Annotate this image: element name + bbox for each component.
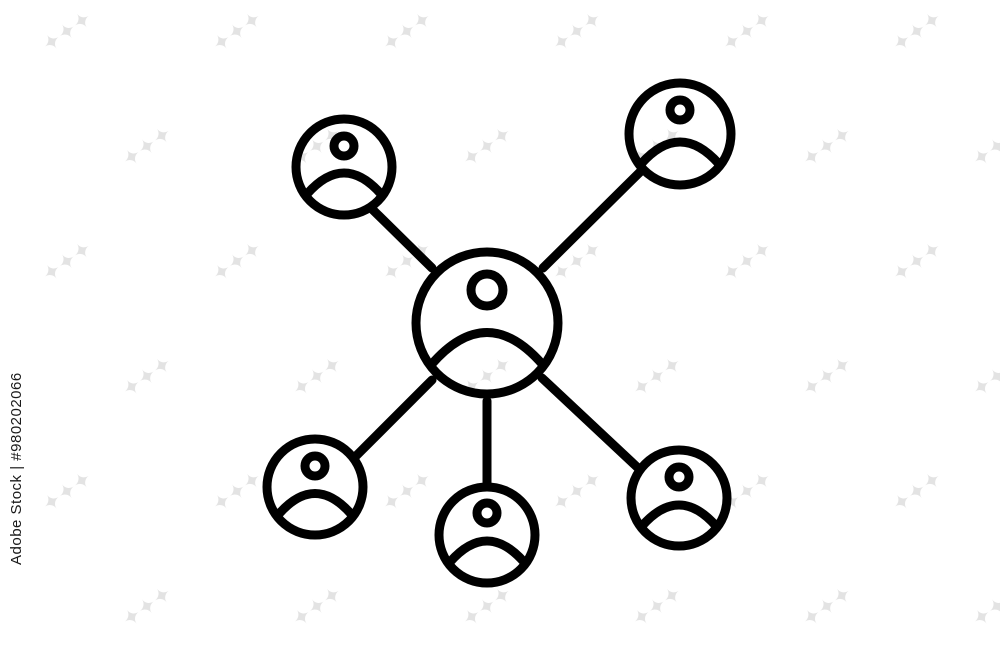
connector-top-left xyxy=(368,205,437,273)
center-user-icon xyxy=(411,247,563,399)
stock-id-watermark: Adobe Stock | #980202066 xyxy=(8,372,25,565)
connector-bottom-left xyxy=(351,375,437,461)
user-node-top-right-icon xyxy=(624,78,736,190)
user-node-bottom-center-icon xyxy=(434,482,540,588)
user-node-top-left-icon xyxy=(291,114,397,220)
user-node-bottom-right-icon xyxy=(626,445,732,551)
user-node-bottom-left-icon xyxy=(262,434,368,540)
connector-top-right xyxy=(538,167,645,273)
connector-bottom-right xyxy=(537,373,642,472)
